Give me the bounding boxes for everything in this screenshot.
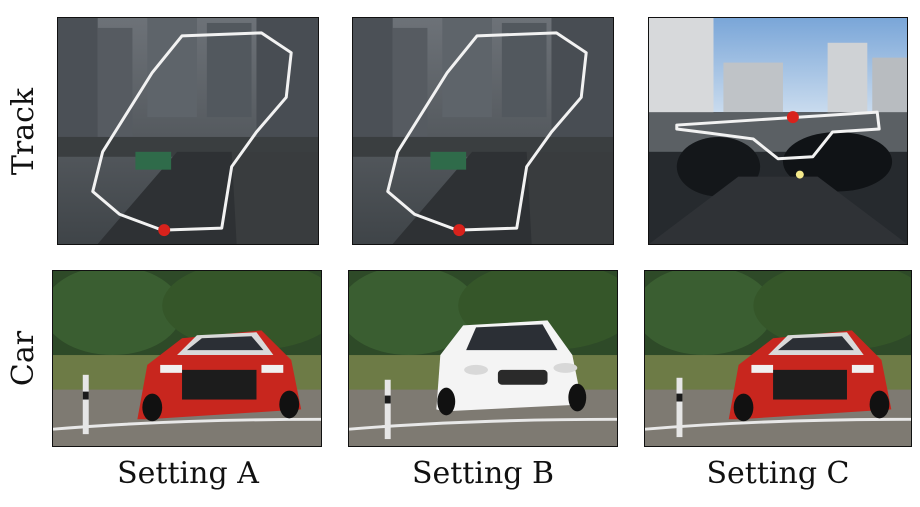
track-image-city <box>353 18 613 244</box>
car-image-race-car <box>645 271 911 446</box>
panel-track-setting-a <box>57 17 319 245</box>
start-marker <box>453 224 466 237</box>
route-outline <box>675 110 881 161</box>
column-label-setting-a: Setting A <box>117 456 259 491</box>
column-label-setting-b: Setting B <box>411 456 555 491</box>
row-label-car: Car <box>0 270 48 447</box>
row-label-track: Track <box>0 17 48 245</box>
column-label-setting-c: Setting C <box>706 456 850 491</box>
car-image-race-car <box>53 271 321 446</box>
track-image-tunnel <box>649 18 907 244</box>
panel-track-setting-c <box>648 17 908 245</box>
panel-track-setting-b <box>352 17 614 245</box>
route-outline <box>91 31 293 232</box>
track-image-city <box>58 18 318 244</box>
row-label-track-text: Track <box>6 87 42 175</box>
panel-car-setting-c <box>644 270 912 447</box>
start-marker <box>158 224 171 237</box>
panel-car-setting-b <box>348 270 618 447</box>
car-image-hatchback <box>349 271 617 446</box>
start-marker <box>786 111 799 124</box>
panel-car-setting-a <box>52 270 322 447</box>
route-outline <box>386 31 588 232</box>
row-label-car-text: Car <box>6 330 42 387</box>
